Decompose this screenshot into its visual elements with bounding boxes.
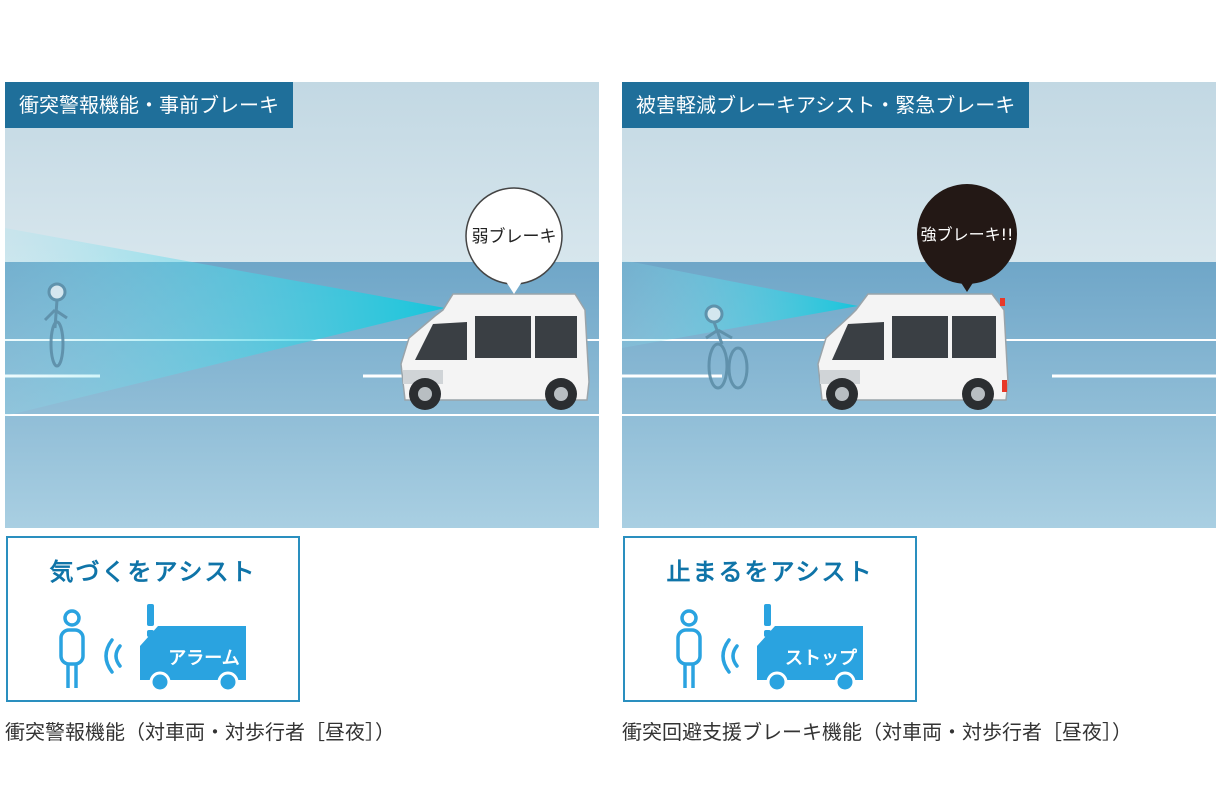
alarm-assist-card: 気づくをアシスト アラーム bbox=[6, 536, 300, 702]
stop-icon-group: ストップ bbox=[676, 604, 863, 693]
right-caption: 衝突回避支援ブレーキ機能（対車両・対歩行者［昼夜］） bbox=[622, 720, 1132, 744]
scene-title: 被害軽減ブレーキアシスト・緊急ブレーキ bbox=[622, 82, 1030, 128]
card-title: 止まるをアシスト bbox=[666, 558, 874, 586]
pedestrian-icon bbox=[59, 609, 85, 688]
right-scene-illustration: 強ブレーキ!! bbox=[622, 82, 1216, 528]
alarm-label: アラーム bbox=[168, 648, 239, 669]
bubble-tail bbox=[505, 280, 523, 294]
sensor-beam bbox=[5, 228, 445, 416]
brake-bubble bbox=[917, 184, 1017, 284]
sensor-beam bbox=[622, 260, 858, 348]
card-title: 気づくをアシスト bbox=[49, 558, 257, 586]
van-illustration bbox=[400, 293, 590, 410]
stop-label: ストップ bbox=[785, 647, 858, 669]
right-scene-panel: 強ブレーキ!! 被害軽減ブレーキアシスト・緊急ブレーキ bbox=[622, 82, 1216, 528]
scene-title: 衝突警報機能・事前ブレーキ bbox=[5, 82, 293, 128]
bubble-text: 強ブレーキ!! bbox=[921, 225, 1014, 244]
cyclist-figure bbox=[704, 304, 749, 390]
stop-assist-card: 止まるをアシスト ストップ bbox=[623, 536, 917, 702]
alarm-icon-group: アラーム bbox=[59, 604, 246, 693]
bubble-text: 弱ブレーキ bbox=[472, 226, 557, 247]
car-icon bbox=[140, 626, 246, 693]
signal-wave-icon bbox=[721, 638, 739, 674]
car-icon bbox=[757, 626, 863, 693]
left-scene-illustration: 弱ブレーキ bbox=[5, 82, 599, 528]
left-caption: 衝突警報機能（対車両・対歩行者［昼夜］） bbox=[5, 720, 395, 744]
bubble-tail bbox=[958, 278, 976, 292]
signal-wave-icon bbox=[104, 638, 122, 674]
cyclist-figure bbox=[43, 282, 68, 368]
pedestrian-icon bbox=[676, 609, 702, 688]
van-illustration bbox=[817, 293, 1009, 410]
left-scene-panel: 弱ブレーキ 衝突警報機能・事前ブレーキ bbox=[5, 82, 599, 528]
